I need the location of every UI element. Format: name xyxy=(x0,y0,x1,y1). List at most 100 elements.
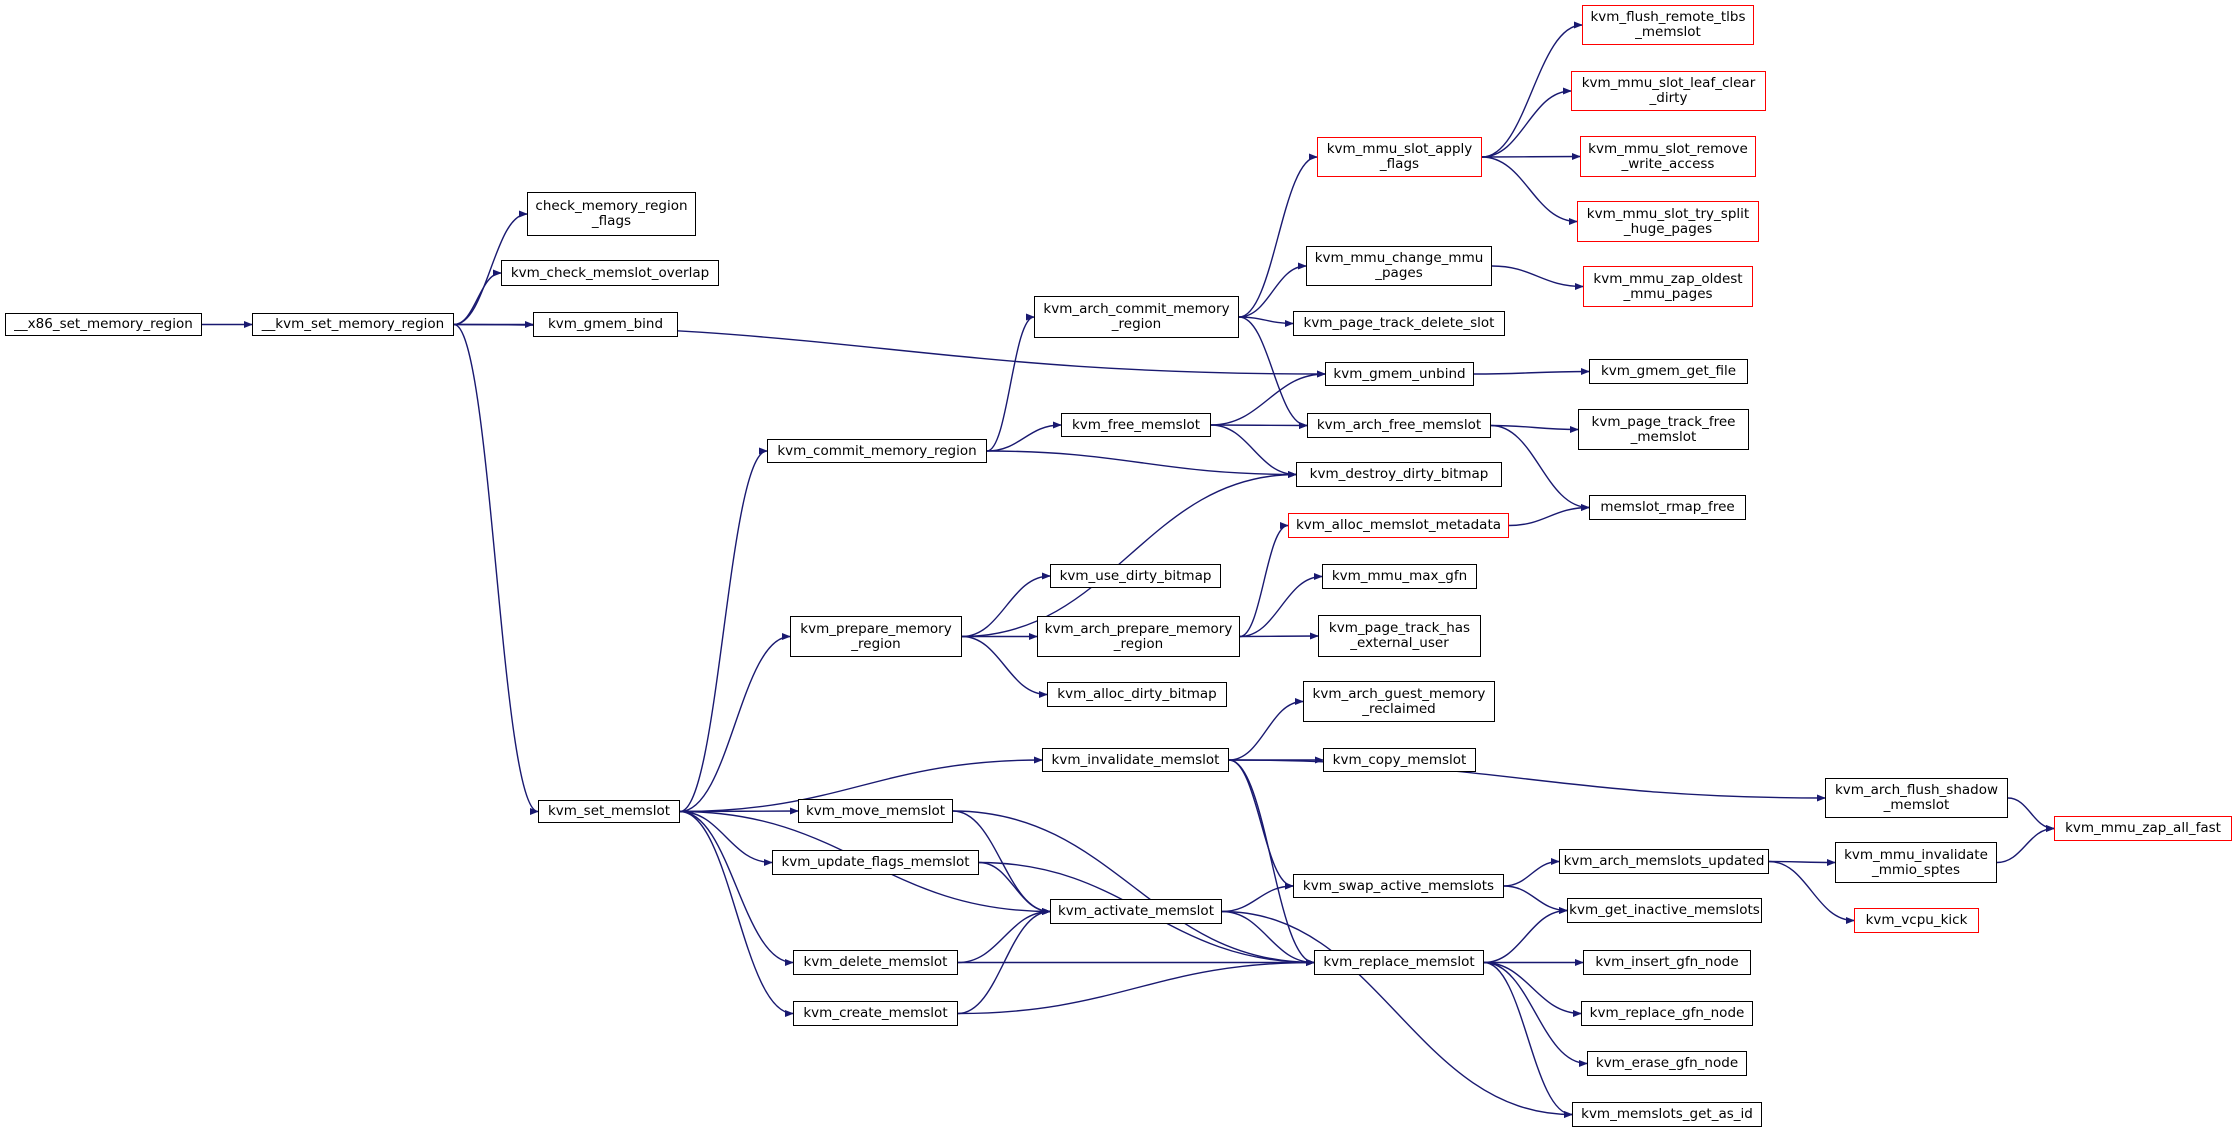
call-edge xyxy=(978,861,1051,916)
call-edge xyxy=(1483,961,1582,1018)
call-edge xyxy=(1503,857,1560,887)
node-kvm-memslots-get-as-id[interactable]: kvm_memslots_get_as_id xyxy=(1572,1102,1762,1127)
call-edge xyxy=(679,756,1043,813)
call-edge xyxy=(453,269,502,326)
node-kvm-mmu-max-gfn[interactable]: kvm_mmu_max_gfn xyxy=(1322,564,1477,589)
call-edge xyxy=(1228,759,1294,890)
node-kvm-mmu-zap-all-fast[interactable]: kvm_mmu_zap_all_fast xyxy=(2054,816,2232,841)
node-kvm-flush-remote-tlbs-memslot[interactable]: kvm_flush_remote_tlbs _memslot xyxy=(1582,5,1754,45)
call-edge xyxy=(679,810,794,1018)
call-edge xyxy=(679,447,768,813)
node-kvm-prepare-memory-region[interactable]: kvm_prepare_memory _region xyxy=(790,616,962,657)
node-kvm-update-flags-memslot[interactable]: kvm_update_flags_memslot xyxy=(772,850,979,875)
call-edge xyxy=(957,907,1051,1015)
node-kvm-arch-memslots-updated[interactable]: kvm_arch_memslots_updated xyxy=(1559,849,1769,874)
call-edge xyxy=(957,907,1051,964)
call-edge xyxy=(986,313,1035,452)
call-edge xyxy=(957,958,1315,1015)
node-kvm-mmu-slot-try-split-huge-pages[interactable]: kvm_mmu_slot_try_split _huge_pages xyxy=(1577,201,1759,242)
call-edge xyxy=(1483,961,1588,1068)
call-edge xyxy=(1481,156,1578,226)
node-kvm-alloc-memslot-metadata[interactable]: kvm_alloc_memslot_metadata xyxy=(1288,513,1509,538)
call-edge xyxy=(1508,503,1590,527)
call-edge xyxy=(1768,858,1836,867)
node-kvm-gmem-get-file[interactable]: kvm_gmem_get_file xyxy=(1589,359,1748,384)
node-kvm-set-memslot[interactable]: kvm_set_memslot xyxy=(538,800,680,823)
node-kvm-erase-gfn-node[interactable]: kvm_erase_gfn_node xyxy=(1587,1051,1747,1076)
call-edge xyxy=(1483,961,1573,1119)
node-kvm-create-memslot[interactable]: kvm_create_memslot xyxy=(793,1001,958,1026)
call-edge xyxy=(1481,152,1581,161)
node-kvm-insert-gfn-node[interactable]: kvm_insert_gfn_node xyxy=(1583,950,1751,975)
call-edge xyxy=(1221,882,1294,913)
call-edge xyxy=(1210,370,1326,426)
call-edge xyxy=(961,635,1048,699)
node-kvm-free-memslot[interactable]: kvm_free_memslot xyxy=(1061,413,1211,437)
call-edge xyxy=(1238,316,1294,328)
call-edge xyxy=(1228,697,1304,761)
call-edge xyxy=(1228,759,1315,967)
node-kvm-copy-memslot[interactable]: kvm_copy_memslot xyxy=(1323,748,1476,772)
call-edge xyxy=(2007,797,2055,833)
node-kvm-mmu-slot-leaf-clear-dirty[interactable]: kvm_mmu_slot_leaf_clear _dirty xyxy=(1571,71,1766,111)
call-edge xyxy=(679,810,794,967)
call-edge xyxy=(1238,262,1307,318)
node-kvm-arch-free-memslot[interactable]: kvm_arch_free_memslot xyxy=(1307,413,1491,438)
call-edge xyxy=(1228,759,1826,802)
node-kvm-move-memslot[interactable]: kvm_move_memslot xyxy=(798,799,953,823)
node-kvm-arch-flush-shadow-memslot[interactable]: kvm_arch_flush_shadow _memslot xyxy=(1825,778,2008,818)
node-kvm-gmem-bind[interactable]: kvm_gmem_bind xyxy=(533,312,678,337)
node-kvm-mmu-slot-remove-write-access[interactable]: kvm_mmu_slot_remove _write_access xyxy=(1580,136,1756,177)
node-kvm-delete-memslot[interactable]: kvm_delete_memslot xyxy=(793,950,958,975)
call-edge xyxy=(961,470,1297,638)
edge-layer xyxy=(202,21,2055,1119)
call-edge xyxy=(1481,21,1583,158)
call-edge xyxy=(986,421,1062,452)
call-edge xyxy=(1238,153,1318,318)
node-kvm-set-memory-region[interactable]: __kvm_set_memory_region xyxy=(252,313,454,336)
call-edge xyxy=(1481,87,1572,158)
node-kvm-mmu-slot-apply-flags[interactable]: kvm_mmu_slot_apply _flags xyxy=(1317,137,1482,177)
node-kvm-arch-guest-memory-reclaimed[interactable]: kvm_arch_guest_memory _reclaimed xyxy=(1303,681,1495,722)
node-kvm-mmu-change-mmu-pages[interactable]: kvm_mmu_change_mmu _pages xyxy=(1306,246,1492,286)
node-kvm-page-track-has-external-user[interactable]: kvm_page_track_has _external_user xyxy=(1318,615,1481,657)
node-kvm-get-inactive-memslots[interactable]: kvm_get_inactive_memslots xyxy=(1567,898,1762,923)
node-kvm-arch-commit-memory-region[interactable]: kvm_arch_commit_memory _region xyxy=(1034,296,1239,338)
call-edge xyxy=(679,632,791,813)
node-memslot-rmap-free[interactable]: memslot_rmap_free xyxy=(1589,495,1746,520)
call-edge xyxy=(453,323,539,815)
node-kvm-alloc-dirty-bitmap[interactable]: kvm_alloc_dirty_bitmap xyxy=(1047,682,1227,707)
call-edge xyxy=(1239,572,1323,638)
node-kvm-arch-prepare-memory-region[interactable]: kvm_arch_prepare_memory _region xyxy=(1037,616,1240,657)
call-edge xyxy=(961,572,1051,638)
node-kvm-vcpu-kick[interactable]: kvm_vcpu_kick xyxy=(1854,908,1979,933)
call-edge xyxy=(1239,632,1319,640)
call-edge xyxy=(1503,885,1568,915)
call-edge xyxy=(1491,265,1584,291)
call-edge xyxy=(1239,521,1289,638)
node-kvm-activate-memslot[interactable]: kvm_activate_memslot xyxy=(1050,899,1222,924)
node-kvm-swap-active-memslots[interactable]: kvm_swap_active_memslots xyxy=(1293,874,1504,898)
call-edge xyxy=(1221,910,1573,1119)
call-edge xyxy=(1210,424,1297,479)
node-kvm-mmu-zap-oldest-mmu-pages[interactable]: kvm_mmu_zap_oldest _mmu_pages xyxy=(1583,266,1753,307)
call-edge xyxy=(1238,316,1308,430)
node-kvm-use-dirty-bitmap[interactable]: kvm_use_dirty_bitmap xyxy=(1050,564,1221,588)
node-check-memory-region-flags[interactable]: check_memory_region _flags xyxy=(527,192,696,236)
call-edge xyxy=(952,810,1315,967)
node-kvm-page-track-delete-slot[interactable]: kvm_page_track_delete_slot xyxy=(1293,311,1505,336)
call-edge xyxy=(1221,910,1315,967)
node-kvm-replace-gfn-node[interactable]: kvm_replace_gfn_node xyxy=(1581,1001,1753,1026)
call-edge xyxy=(986,450,1297,479)
node-kvm-check-memslot-overlap[interactable]: kvm_check_memslot_overlap xyxy=(501,260,719,286)
node-kvm-gmem-unbind[interactable]: kvm_gmem_unbind xyxy=(1325,362,1474,386)
node-kvm-destroy-dirty-bitmap[interactable]: kvm_destroy_dirty_bitmap xyxy=(1296,462,1502,487)
node-kvm-page-track-free-memslot[interactable]: kvm_page_track_free _memslot xyxy=(1578,409,1749,450)
node-kvm-commit-memory-region[interactable]: kvm_commit_memory_region xyxy=(767,439,987,463)
node-kvm-invalidate-memslot[interactable]: kvm_invalidate_memslot xyxy=(1042,748,1229,772)
node-kvm-mmu-invalidate-mmio-sptes[interactable]: kvm_mmu_invalidate _mmio_sptes xyxy=(1835,842,1997,883)
call-edge xyxy=(1768,860,1855,925)
call-edge xyxy=(1473,367,1590,376)
node-x86-set-memory-region[interactable]: __x86_set_memory_region xyxy=(5,313,202,336)
node-kvm-replace-memslot[interactable]: kvm_replace_memslot xyxy=(1314,950,1484,975)
